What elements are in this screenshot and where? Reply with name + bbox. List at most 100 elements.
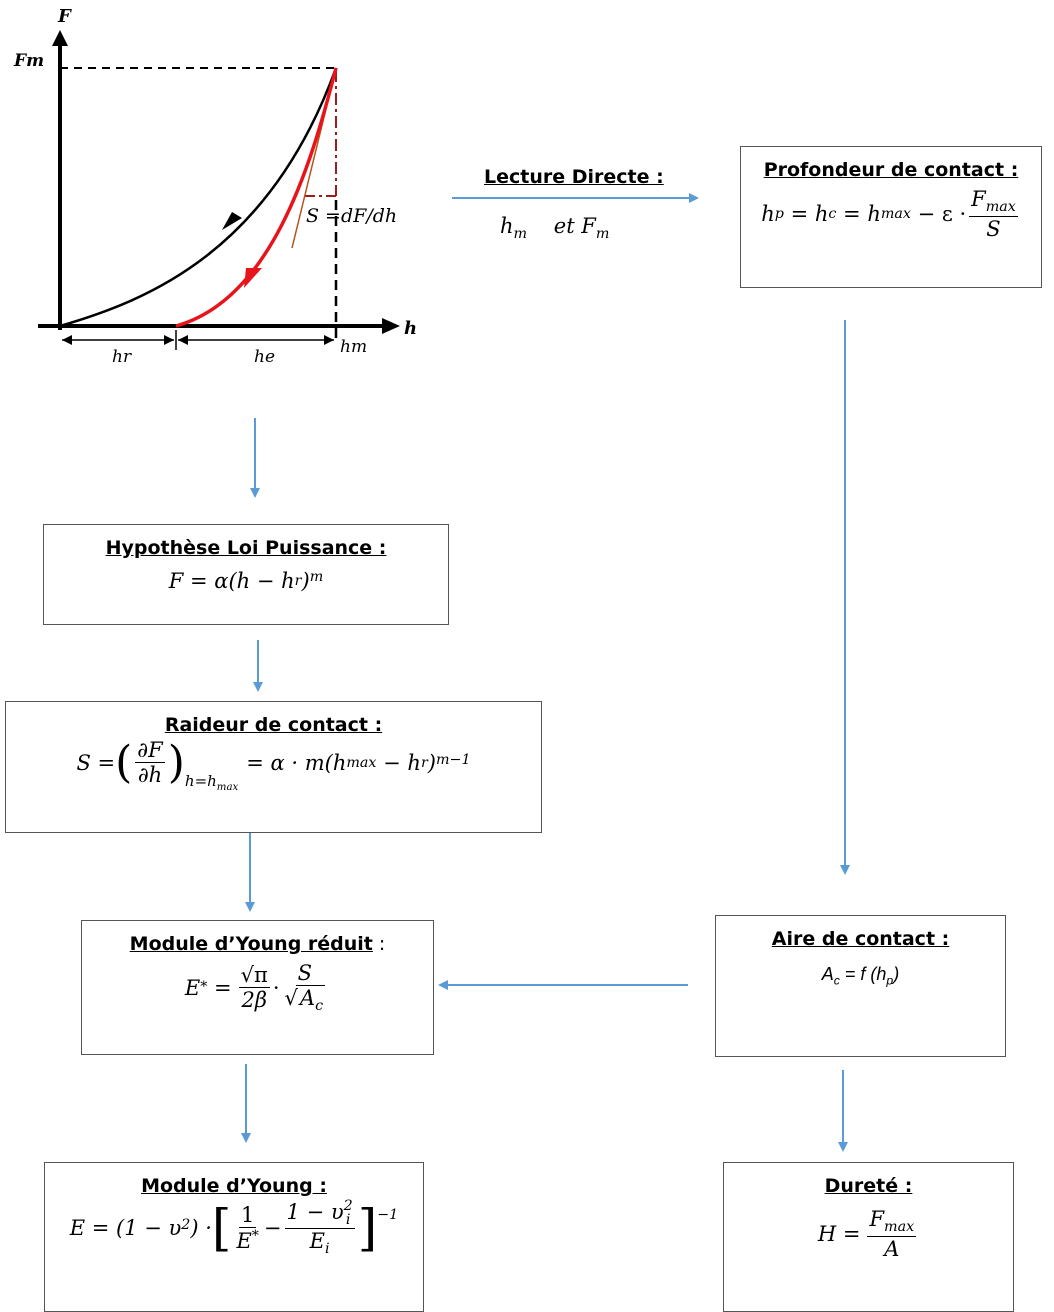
power-law-exponent: m xyxy=(309,569,324,585)
hr-right-arrow xyxy=(164,335,174,345)
hr-sub: r xyxy=(294,573,302,589)
load-displacement-graph: F h Fm hr he hm S =dF/dh xyxy=(13,6,417,367)
hp-arg-sub: p xyxy=(886,973,894,988)
right-bracket: ] xyxy=(357,1199,378,1258)
e-star-sup: * xyxy=(200,979,208,995)
fmax-over-a-fraction: Fmax A xyxy=(867,1207,917,1261)
s-equals: S = xyxy=(76,750,116,775)
nu-squared: 2 xyxy=(181,1217,191,1233)
sqrt-pi-fraction: √π 2β xyxy=(238,963,270,1013)
hmax-symbol: = h xyxy=(836,201,881,226)
aire-title: Aire de contact : xyxy=(771,928,950,950)
s-num: S xyxy=(295,961,314,987)
module-reduit-title: Module d’Young réduit xyxy=(129,933,373,955)
fmax-symbol: F xyxy=(971,187,986,211)
module-reduit-equation: E* = √π 2β · S √Ac xyxy=(82,961,433,1015)
rhs-exponent: m−1 xyxy=(435,752,471,768)
he-label: he xyxy=(254,347,275,367)
ac-lhs: A xyxy=(821,964,834,984)
et-fm-symbol: et F xyxy=(553,214,596,238)
module-minus: − xyxy=(263,1216,282,1241)
h-equals: H = xyxy=(817,1221,861,1246)
slope-label: S =dF/dh xyxy=(306,205,397,227)
rhs-close: ) xyxy=(427,750,436,775)
nu-i-sub: i xyxy=(345,1212,351,1229)
e-star-symbol: E xyxy=(184,975,201,1000)
durete-fmax: F xyxy=(869,1207,885,1231)
y-axis-arrowhead xyxy=(52,30,68,46)
partial-fraction: ∂F ∂h xyxy=(135,738,165,787)
unloading-curve xyxy=(175,67,338,328)
module-reduit-title-tail: : xyxy=(372,933,386,955)
nu-i-sup: 2 xyxy=(343,1198,353,1214)
s-over-sqrt-ac-fraction: S √Ac xyxy=(283,961,328,1015)
hc-sub: c xyxy=(828,205,837,222)
hc-symbol: = h xyxy=(783,201,829,226)
sqrt-sign: √ xyxy=(284,986,298,1011)
fmax-sub: max xyxy=(985,199,1016,216)
aire-f-of: = f (h xyxy=(839,964,887,984)
eval-at-sub: max xyxy=(216,782,239,794)
durete-fmax-sub: max xyxy=(884,1219,915,1236)
durete-box: Dureté : H = Fmax A xyxy=(723,1162,1014,1312)
module-lhs: E = (1 − υ xyxy=(69,1216,182,1241)
right-paren: ) xyxy=(167,736,185,788)
module-reduit-equals: = xyxy=(207,975,232,1000)
ac-sub: c xyxy=(315,998,324,1015)
raideur-title: Raideur de contact : xyxy=(164,714,383,736)
module-reduit-dot: · xyxy=(272,975,280,1000)
hr-label: hr xyxy=(112,347,132,367)
module-lhs-close: ) · xyxy=(190,1216,212,1241)
one-minus-nu-i: 1 − υ xyxy=(286,1199,344,1224)
x-axis-label: h xyxy=(404,318,417,339)
power-law-close: ) xyxy=(301,569,310,593)
estar-den-sup: * xyxy=(251,1228,259,1245)
hmax-sub: max xyxy=(880,205,911,222)
aire-close: ) xyxy=(893,964,900,984)
rhs-max-sub: max xyxy=(346,754,377,771)
power-law-expression: F = α(h − h xyxy=(168,569,295,593)
hypothese-title: Hypothèse Loi Puissance : xyxy=(105,537,387,559)
loading-direction-arrow xyxy=(222,212,242,230)
hp-symbol: h xyxy=(761,201,775,226)
inverse-exponent: −1 xyxy=(377,1207,399,1223)
epsilon-term: − ε · xyxy=(910,201,967,226)
raideur-rhs: = α · m(h xyxy=(246,750,347,775)
lecture-directe-values: hm et Fm xyxy=(500,214,609,242)
two-beta: 2β xyxy=(241,988,267,1013)
s-symbol: S xyxy=(986,216,1001,241)
y-axis-label: F xyxy=(57,6,72,27)
lecture-directe-title: Lecture Directe : xyxy=(484,166,664,188)
hr-left-arrow xyxy=(62,335,72,345)
left-bracket: [ xyxy=(211,1199,232,1258)
ei-den: E xyxy=(309,1228,325,1253)
partial-f: ∂F xyxy=(135,738,165,764)
fm-label: Fm xyxy=(13,51,44,71)
x-axis-arrowhead xyxy=(382,318,400,334)
module-young-reduit-box: Module d’Young réduit : E* = √π 2β · S √… xyxy=(81,920,434,1055)
one-over-estar-fraction: 1 E* xyxy=(234,1203,260,1253)
he-right-arrow xyxy=(324,335,334,345)
durete-title: Dureté : xyxy=(824,1175,913,1197)
rhs-r-sub: r xyxy=(420,754,428,771)
durete-equation: H = Fmax A xyxy=(724,1207,1013,1261)
raideur-contact-box: Raideur de contact : S = ( ∂F ∂h ) h=hma… xyxy=(5,701,542,833)
fm-subscript: m xyxy=(595,226,610,243)
ac-lhs-sub: c xyxy=(833,973,840,988)
loading-curve xyxy=(59,67,338,328)
module-title: Module d’Young : xyxy=(141,1175,327,1197)
ac-symbol: A xyxy=(299,986,316,1011)
hp-sub: p xyxy=(774,205,784,222)
durete-a: A xyxy=(884,1236,900,1261)
rhs-minus-h: − h xyxy=(376,750,421,775)
eval-at: h=h xyxy=(184,772,217,791)
profondeur-contact-title: Profondeur de contact : xyxy=(763,159,1019,181)
left-paren: ( xyxy=(115,736,133,788)
fmax-over-s-fraction: Fmax S xyxy=(969,187,1018,241)
